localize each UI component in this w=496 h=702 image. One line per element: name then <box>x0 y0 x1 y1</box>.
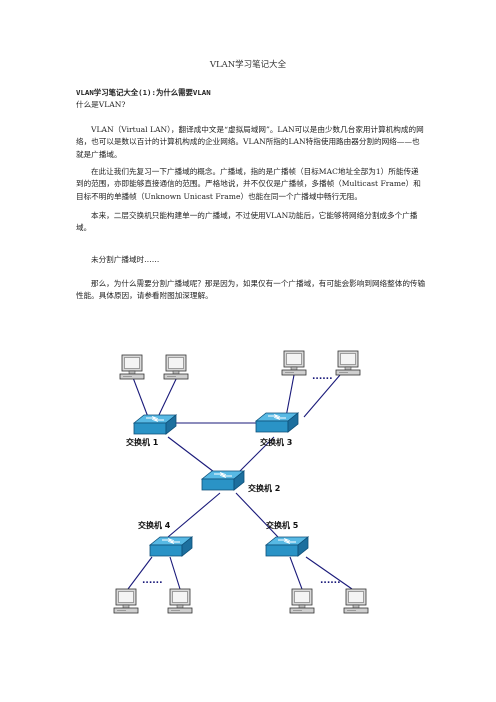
computer-icon <box>167 588 193 614</box>
more-computers-ellipsis: ...... <box>320 576 341 586</box>
section-heading: VLAN学习笔记大全(1):为什么需要VLAN <box>76 88 211 97</box>
switch-4-icon <box>149 536 193 557</box>
switch-2-icon <box>201 470 245 491</box>
paragraph-unsplit: 未分割广播域时…… <box>91 255 160 264</box>
switch-2-label: 交换机 2 <box>248 483 280 493</box>
more-computers-ellipsis: ...... <box>142 576 163 586</box>
computer-icon <box>281 350 307 376</box>
switch-4-label: 交换机 4 <box>138 520 171 530</box>
switch-1-icon <box>133 414 177 435</box>
computer-icon <box>113 588 139 614</box>
network-links <box>127 374 353 590</box>
switch-3-icon <box>255 412 299 433</box>
switch-5-icon <box>265 536 309 557</box>
switch-3-label: 交换机 3 <box>260 437 292 447</box>
more-computers-ellipsis: ...... <box>312 372 333 382</box>
paragraph-broadcast-domain: 在此让我们先复习一下广播域的概念。广播域，指的是广播帧（目标MAC地址全部为1）… <box>76 167 421 201</box>
document-title: VLAN学习笔记大全 <box>209 60 287 70</box>
computer-icon <box>289 588 315 614</box>
computer-icon <box>119 354 145 380</box>
question-line: 什么是VLAN? <box>76 100 126 109</box>
switch-5-label: 交换机 5 <box>266 520 299 530</box>
network-diagram: 交换机 1 交换机 3 交换机 2 交换机 4 交换机 5 ...... ...… <box>113 350 369 614</box>
computer-icon <box>343 588 369 614</box>
computer-icon <box>335 350 361 376</box>
paragraph-why-split: 那么，为什么需要分割广播域呢？那是因为，如果仅有一个广播域，有可能会影响到网络整… <box>76 279 426 301</box>
paragraph-layer2-switch: 本来，二层交换机只能构建单一的广播域，不过使用VLAN功能后，它能够将网络分割成… <box>76 211 418 233</box>
computer-icon <box>163 354 189 380</box>
paragraph-vlan-definition: VLAN（Virtual LAN），翻译成中文是“虚拟局域网”。LAN可以是由少… <box>76 125 424 159</box>
switch-1-label: 交换机 1 <box>126 437 159 447</box>
